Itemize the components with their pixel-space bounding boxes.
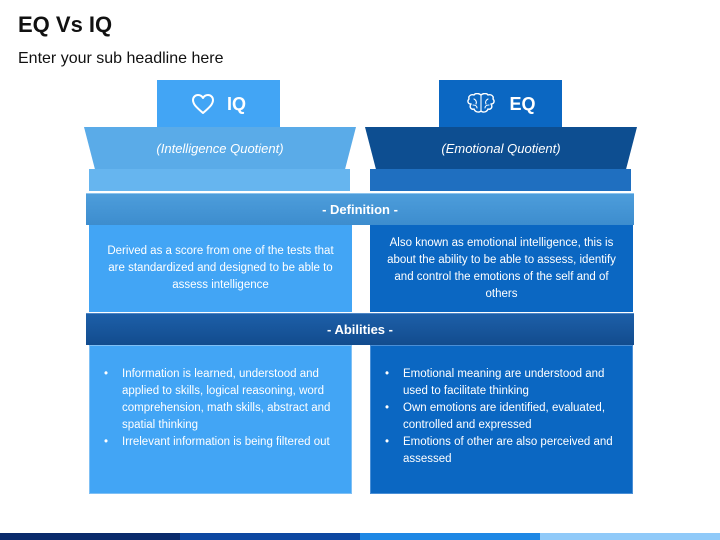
eq-subtitle-banner: (Emotional Quotient) <box>365 127 637 169</box>
definition-section-header: - Definition - <box>86 193 634 225</box>
iq-connector-strip <box>89 169 350 191</box>
list-item: Emotions of other are also perceived and… <box>379 434 622 468</box>
page-title: EQ Vs IQ <box>18 12 113 37</box>
list-item: Own emotions are identified, evaluated, … <box>379 400 622 434</box>
iq-abilities-panel: Information is learned, understood and a… <box>89 345 352 494</box>
iq-definition-text: Derived as a score from one of the tests… <box>107 245 334 291</box>
eq-tab: EQ <box>439 80 562 128</box>
eq-definition-panel: Also known as emotional intelligence, th… <box>370 225 633 312</box>
list-item: Irrelevant information is being filtered… <box>98 434 341 451</box>
iq-tab: IQ <box>157 80 280 128</box>
brain-icon <box>465 93 497 115</box>
list-item: Information is learned, understood and a… <box>98 366 341 434</box>
footer-segment <box>180 533 360 540</box>
eq-abilities-list: Emotional meaning are understood and use… <box>379 366 622 468</box>
footer-segment <box>360 533 540 540</box>
iq-abilities-list: Information is learned, understood and a… <box>98 366 341 451</box>
eq-abilities-panel: Emotional meaning are understood and use… <box>370 345 633 494</box>
footer-segment <box>0 533 180 540</box>
eq-definition-text: Also known as emotional intelligence, th… <box>387 236 616 300</box>
footer-segment <box>540 533 720 540</box>
iq-subtitle-banner: (Intelligence Quotient) <box>84 127 356 169</box>
heart-icon <box>191 93 215 115</box>
list-item: Emotional meaning are understood and use… <box>379 366 622 400</box>
eq-tab-label: EQ <box>509 93 536 114</box>
footer-bar <box>0 533 720 540</box>
page-subtitle: Enter your sub headline here <box>18 50 224 67</box>
abilities-section-header: - Abilities - <box>86 313 634 345</box>
iq-definition-panel: Derived as a score from one of the tests… <box>89 225 352 312</box>
iq-tab-label: IQ <box>226 93 246 114</box>
eq-connector-strip <box>370 169 631 191</box>
